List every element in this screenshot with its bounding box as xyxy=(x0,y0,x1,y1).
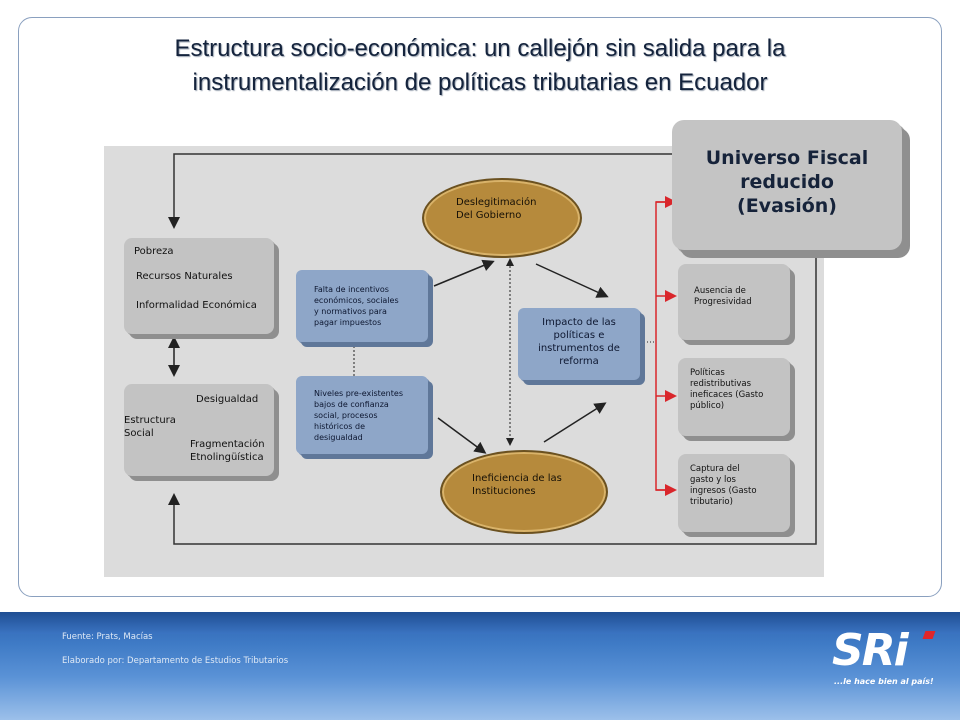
diagram-connectors xyxy=(168,153,817,545)
slide-title: Estructura socio-económica: un callejón … xyxy=(40,32,920,100)
label-recursos-naturales: Recursos Naturales xyxy=(136,271,233,282)
label-ausencia-progresividad: Ausencia de Progresividad xyxy=(694,286,752,307)
box-ausencia-progresividad: Ausencia de Progresividad xyxy=(678,264,790,340)
box-captura-gasto: Captura del gasto y los ingresos (Gasto … xyxy=(678,454,790,532)
label-universo-fiscal: Universo Fiscal reducido (Evasión) xyxy=(705,147,869,217)
sri-logo: SRi ...le hace bien al país! xyxy=(832,625,942,695)
box-universo-fiscal: Universo Fiscal reducido (Evasión) xyxy=(672,120,902,250)
footer-band xyxy=(0,612,960,720)
box-pobreza: Pobreza Recursos Naturales Informalidad … xyxy=(124,238,274,334)
source-text: Fuente: Prats, Macías xyxy=(62,632,153,642)
arrow-ellipse-to-impacto xyxy=(535,263,609,298)
label-desigualdad: Desigualdad xyxy=(196,394,259,405)
loop-bottom-line xyxy=(168,256,817,545)
title-line-1: Estructura socio-económica: un callejón … xyxy=(174,35,786,62)
label-impacto-politicas: Impacto de las políticas e instrumentos … xyxy=(538,317,620,367)
arrow-blue-bottom-to-ellipse xyxy=(437,417,487,454)
arrow-ellipse-bottom-to-impacto xyxy=(543,402,607,443)
label-estructura-social: Estructura Social xyxy=(124,415,176,439)
label-falta-incentivos: Falta de incentivos económicos, sociales… xyxy=(314,285,399,327)
label-pobreza: Pobreza xyxy=(134,246,174,257)
title-line-2: instrumentalización de políticas tributa… xyxy=(192,69,768,96)
label-deslegitimacion: Deslegitimación Del Gobierno xyxy=(456,197,537,221)
ellipse-deslegitimacion: Deslegitimación Del Gobierno xyxy=(422,178,582,258)
box-impacto-politicas: Impacto de las políticas e instrumentos … xyxy=(518,308,640,380)
sri-logo-text: SRi xyxy=(832,625,909,676)
box-niveles-confianza: Niveles pre-existentes bajos de confianz… xyxy=(296,376,428,454)
red-bracket xyxy=(655,201,674,491)
loop-top-line xyxy=(168,153,674,229)
sri-tagline: ...le hace bien al país! xyxy=(834,677,934,686)
label-ineficiencia: Ineficiencia de las Instituciones xyxy=(472,473,562,497)
sri-logo-red-mark-icon xyxy=(922,631,936,639)
arrow-blue-top-to-ellipse xyxy=(433,259,495,287)
label-niveles-confianza: Niveles pre-existentes bajos de confianz… xyxy=(314,389,403,442)
box-estructura-social: Desigualdad Estructura Social Fragmentac… xyxy=(124,384,274,476)
label-informalidad: Informalidad Económica xyxy=(136,300,257,311)
label-fragmentacion: Fragmentación Etnolingüística xyxy=(190,439,265,463)
elaborado-text: Elaborado por: Departamento de Estudios … xyxy=(62,656,289,666)
label-captura-gasto: Captura del gasto y los ingresos (Gasto … xyxy=(690,464,757,507)
label-politicas-redistributivas: Políticas redistributivas ineficaces (Ga… xyxy=(690,368,764,411)
box-politicas-redistributivas: Políticas redistributivas ineficaces (Ga… xyxy=(678,358,790,436)
ellipse-ineficiencia: Ineficiencia de las Instituciones xyxy=(440,450,608,534)
box-falta-incentivos: Falta de incentivos económicos, sociales… xyxy=(296,270,428,342)
